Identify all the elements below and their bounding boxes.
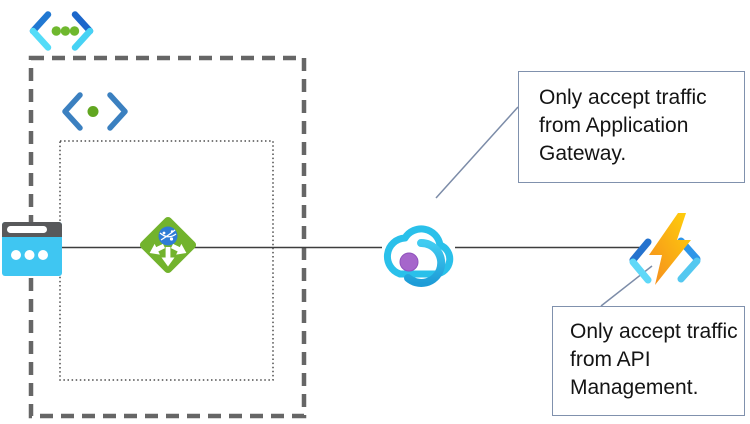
callout-application-gateway-text: Only accept traffic from Application Gat… [539,86,707,165]
api-management-cloud-icon [383,225,454,287]
callout-connector-top [435,106,519,199]
callout-api-management: Only accept traffic from API Management. [552,306,745,416]
callout-application-gateway: Only accept traffic from Application Gat… [518,71,745,183]
web-app-icon [2,222,62,276]
application-gateway-icon [139,216,197,274]
api-management-icon [29,11,94,51]
api-app-icon [62,92,128,131]
callout-api-management-text: Only accept traffic from API Management. [570,320,738,399]
function-app-icon [629,213,701,285]
